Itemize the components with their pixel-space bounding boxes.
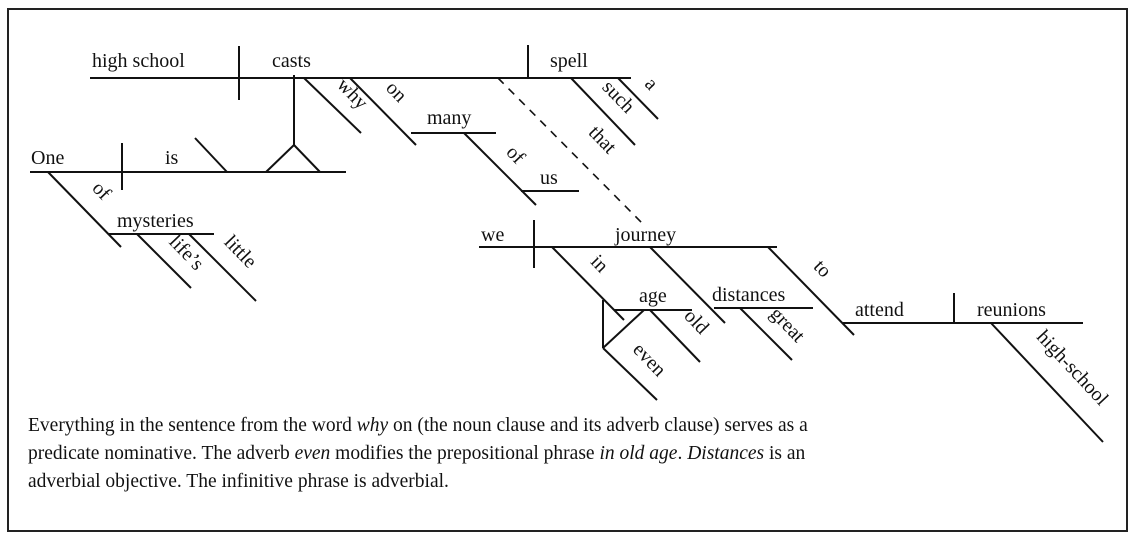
complement-slash: [194, 137, 228, 173]
distances-slant: [649, 246, 726, 324]
word-we: we: [481, 224, 504, 246]
caption-text: Everything in the sentence from the word: [28, 415, 357, 436]
word-high-school-adj: high-school: [1032, 326, 1113, 410]
word-a: a: [640, 73, 662, 95]
caption-line-3: adverbial objective. The infinitive phra…: [28, 471, 449, 492]
word-of-many: of: [502, 141, 530, 169]
lifes-line: [136, 233, 192, 289]
why-modifier-line: [303, 77, 362, 134]
diagram-caption: Everything in the sentence from the word…: [28, 412, 1108, 496]
that-dashed-connector: [497, 77, 643, 224]
of-many-line: [463, 132, 537, 206]
word-many: many: [427, 107, 471, 129]
word-of-one: of: [88, 177, 116, 205]
word-reunions: reunions: [977, 299, 1046, 321]
little-line: [188, 233, 257, 302]
in-line: [551, 246, 625, 321]
caption-italic: Distances: [687, 443, 765, 464]
word-mysteries: mysteries: [117, 210, 194, 232]
word-that: that: [584, 121, 621, 158]
word-in: in: [586, 251, 613, 277]
word-spell: spell: [550, 50, 588, 72]
word-journey: journey: [614, 224, 676, 246]
diagram-frame: [7, 8, 1128, 532]
great-line: [739, 307, 793, 361]
a-modifier-line: [617, 77, 659, 120]
word-casts: casts: [272, 50, 311, 72]
high-school-line: [990, 322, 1104, 443]
word-little: little: [220, 231, 261, 273]
to-line: [767, 246, 855, 336]
caption-text: .: [677, 443, 688, 464]
caption-italic: why: [356, 415, 389, 436]
even-connector: [602, 309, 645, 349]
word-attend: attend: [855, 299, 904, 321]
caption-line-2: predicate nominative. The adverb even mo…: [28, 440, 1108, 468]
pedestal-right: [293, 144, 321, 173]
word-high-school: high school: [92, 50, 185, 72]
caption-line-1: Everything in the sentence from the word…: [28, 412, 1108, 440]
caption-italic: in old age: [599, 443, 678, 464]
word-is: is: [165, 147, 179, 169]
word-to: to: [809, 256, 836, 282]
caption-text: modifies the prepositional phrase: [330, 443, 600, 464]
such-modifier-line: [570, 77, 636, 146]
word-on: on: [381, 77, 411, 107]
caption-text: is an: [764, 443, 806, 464]
of-one-line: [47, 171, 122, 248]
word-us: us: [540, 167, 558, 189]
old-line: [649, 309, 701, 363]
caption-text: on (the noun clause and its adverb claus…: [388, 415, 808, 436]
even-line: [602, 347, 658, 401]
on-preposition-line: [349, 77, 417, 146]
word-one: One: [31, 147, 64, 169]
word-why: why: [332, 74, 372, 114]
word-even: even: [628, 339, 670, 381]
pedestal-left: [265, 144, 295, 173]
word-age: age: [639, 285, 667, 307]
caption-italic: even: [294, 443, 331, 464]
caption-text: predicate nominative. The adverb: [28, 443, 295, 464]
word-distances: distances: [712, 284, 786, 306]
